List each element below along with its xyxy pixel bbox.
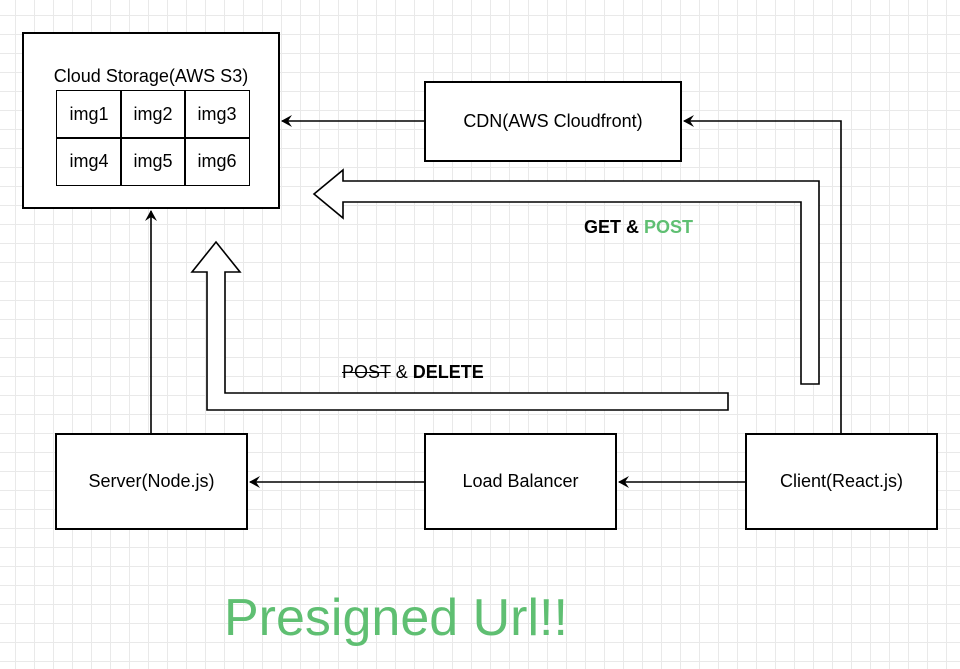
presigned-url-caption: Presigned Url!!: [224, 589, 568, 647]
arrow-client-to-cdn: [683, 115, 842, 433]
block-arrow-get-post: [312, 168, 820, 385]
ampersand-label: &: [390, 362, 413, 382]
server-label: Server(Node.js): [88, 471, 215, 491]
image-cell: img5: [120, 137, 186, 186]
client-box: Client(React.js): [745, 433, 938, 530]
image-cell: img3: [184, 90, 250, 139]
cdn-label: CDN(AWS Cloudfront): [463, 111, 643, 131]
post-delete-label: POST & DELETE: [342, 362, 484, 383]
get-label: GET &: [584, 217, 645, 237]
get-post-label: GET & POST: [584, 217, 693, 238]
post-strikethrough-label: POST: [342, 362, 391, 382]
image-cell: img2: [120, 90, 186, 139]
block-arrow-post-delete: [190, 240, 729, 411]
cloud-storage-box: Cloud Storage(AWS S3) img1 img2 img3 img…: [22, 32, 280, 209]
delete-label: DELETE: [412, 362, 484, 382]
image-cell: img1: [56, 90, 122, 139]
image-cell: img6: [184, 137, 250, 186]
cdn-box: CDN(AWS Cloudfront): [424, 81, 682, 162]
client-label: Client(React.js): [779, 471, 904, 491]
image-cell: img4: [56, 137, 122, 186]
server-box: Server(Node.js): [55, 433, 248, 530]
image-grid: img1 img2 img3 img4 img5 img6: [56, 90, 250, 186]
load-balancer-label: Load Balancer: [462, 471, 579, 491]
cloud-storage-title: Cloud Storage(AWS S3): [53, 66, 249, 86]
post-label: POST: [644, 217, 694, 237]
load-balancer-box: Load Balancer: [424, 433, 617, 530]
